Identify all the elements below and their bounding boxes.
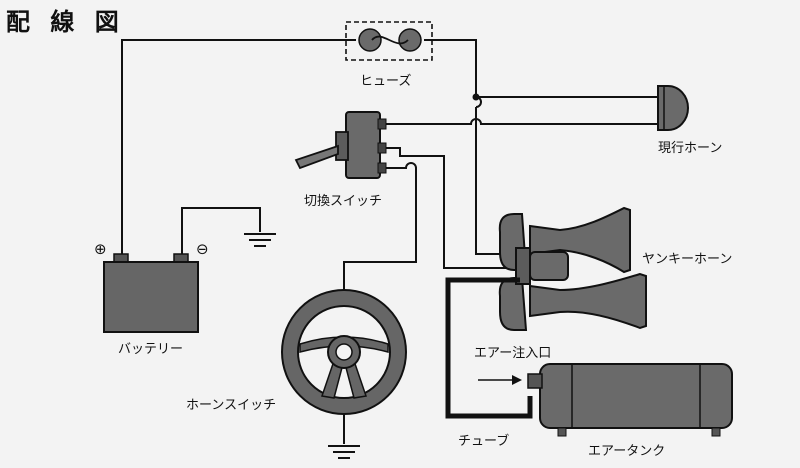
horn-switch-wheel bbox=[281, 289, 407, 415]
wire-battery-negative-to-ground bbox=[181, 207, 261, 256]
label-selector-switch: 切換スイッチ bbox=[304, 194, 383, 209]
label-current-horn: 現行ホーン bbox=[658, 141, 723, 156]
wire-switch-to-yankee bbox=[382, 147, 520, 269]
battery-positive-symbol: ⊕ bbox=[94, 240, 107, 258]
label-battery: バッテリー bbox=[118, 342, 184, 357]
wire-battery-positive-to-fuse bbox=[121, 39, 356, 256]
air-tank bbox=[527, 363, 733, 437]
label-tube: チューブ bbox=[458, 434, 510, 449]
label-yankee-horn: ヤンキーホーン bbox=[642, 252, 733, 267]
wire-switch-to-current-horn bbox=[382, 118, 658, 125]
diagram-title: 配 線 図 bbox=[6, 8, 125, 36]
ground-symbol-battery bbox=[244, 233, 276, 247]
selector-switch bbox=[294, 111, 387, 179]
wire-fuse-to-junction bbox=[424, 39, 477, 97]
label-fuse: ヒューズ bbox=[360, 74, 412, 89]
battery bbox=[103, 253, 199, 333]
label-horn-switch: ホーンスイッチ bbox=[186, 398, 277, 413]
wire-switch-to-horn-switch bbox=[343, 162, 417, 300]
ground-symbol-horn-switch bbox=[328, 445, 360, 459]
label-air-tank: エアータンク bbox=[588, 444, 666, 459]
current-horn bbox=[657, 85, 689, 131]
yankee-horn bbox=[498, 206, 647, 331]
label-air-inlet: エアー注入口 bbox=[474, 346, 552, 361]
junction-dot bbox=[472, 93, 480, 101]
air-tube bbox=[445, 277, 533, 419]
battery-negative-symbol: ⊖ bbox=[196, 240, 209, 258]
air-inlet-arrow bbox=[478, 375, 522, 385]
fuse bbox=[345, 21, 433, 61]
